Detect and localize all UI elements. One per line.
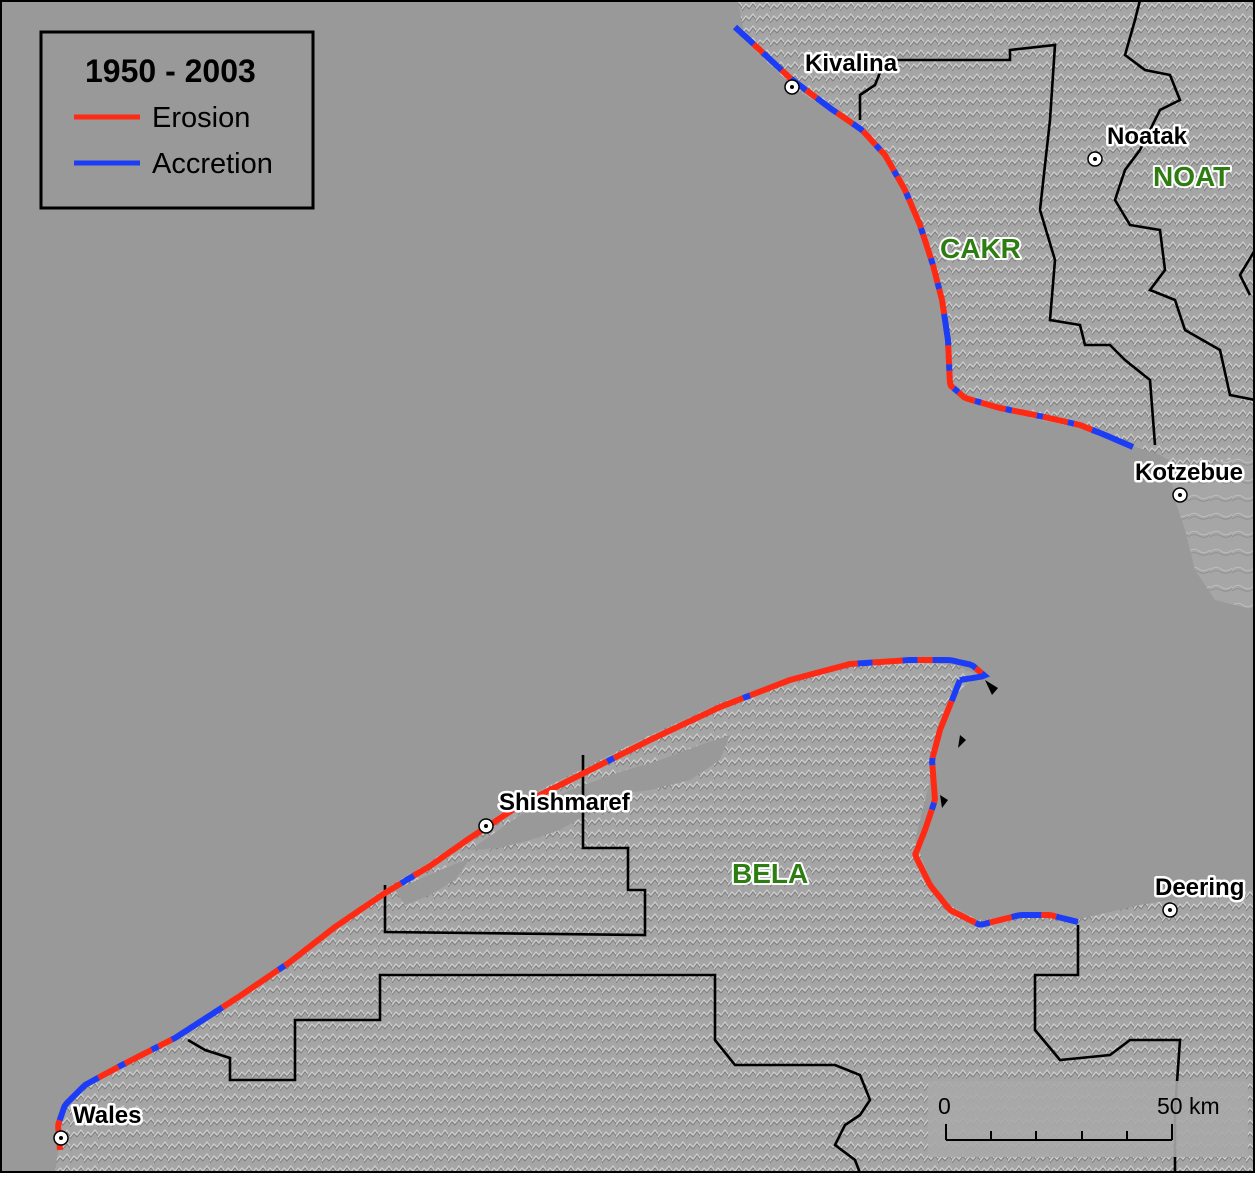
accretion-segment — [975, 401, 981, 403]
accretion-segment — [1068, 422, 1074, 423]
town-label: Deering — [1155, 874, 1244, 901]
accretion-segment — [894, 171, 897, 177]
erosion-segment — [976, 668, 982, 673]
town-label: Wales — [73, 1102, 141, 1129]
erosion-segment — [948, 345, 949, 364]
town-label: Kivalina — [805, 50, 898, 77]
accretion-segment — [118, 1063, 125, 1067]
legend-title: 1950 - 2003 — [85, 53, 256, 89]
accretion-segment — [954, 388, 959, 392]
park-label-bela: BELA — [732, 858, 808, 889]
accretion-segment — [152, 1046, 159, 1049]
accretion-segment — [932, 758, 933, 765]
accretion-segment — [279, 966, 285, 970]
erosion-segment — [873, 661, 903, 663]
legend: 1950 - 2003 Erosion Accretion — [41, 32, 313, 208]
accretion-segment — [938, 283, 940, 289]
accretion-segment — [1012, 915, 1042, 917]
accretion-segment — [931, 258, 933, 264]
park-label-noat: NOAT — [1153, 161, 1230, 192]
scale-end-label: 50 km — [1157, 1093, 1220, 1119]
erosion-segment — [932, 765, 935, 802]
legend-label-accretion: Accretion — [152, 148, 273, 180]
accretion-segment — [858, 663, 873, 664]
accretion-segment — [903, 660, 918, 661]
park-label-cakr: CAKR — [940, 233, 1021, 264]
town-label: Noatak — [1107, 123, 1188, 150]
accretion-segment — [932, 803, 934, 810]
accretion-segment — [876, 145, 880, 150]
scale-start-label: 0 — [938, 1093, 951, 1119]
town-label: Shishmaref — [499, 789, 631, 816]
legend-label-erosion: Erosion — [152, 102, 250, 134]
town-label: Kotzebue — [1135, 459, 1243, 486]
accretion-segment — [906, 193, 909, 199]
accretion-segment — [743, 695, 750, 698]
erosion-segment — [1041, 915, 1056, 917]
accretion-segment — [921, 228, 923, 234]
accretion-segment — [607, 758, 614, 761]
scale-bar: 0 50 km — [928, 1081, 1248, 1157]
accretion-segment — [1037, 415, 1043, 416]
accretion-segment — [1006, 409, 1012, 410]
accretion-segment — [976, 923, 990, 925]
